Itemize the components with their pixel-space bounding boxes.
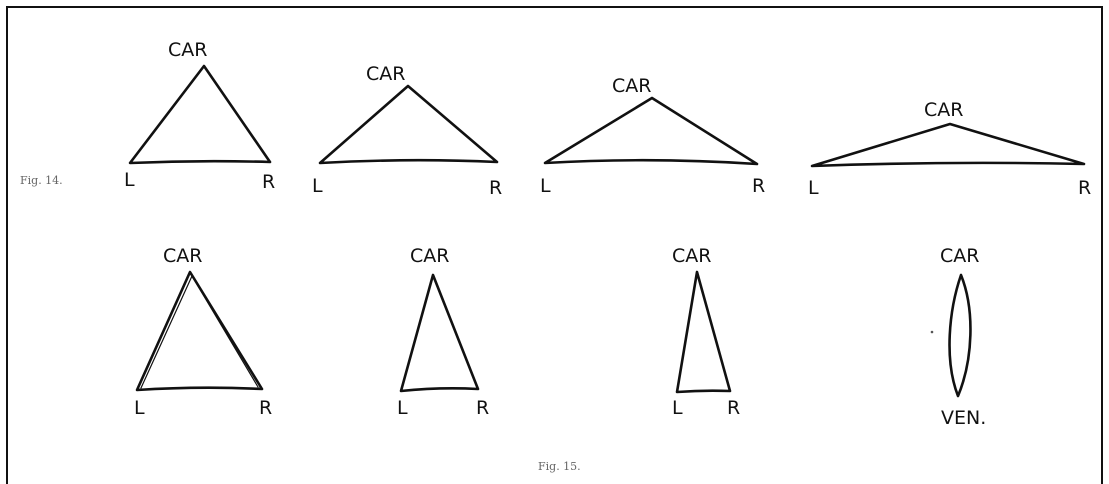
triangle-outline (128, 64, 272, 165)
apex-label-car: CAR (672, 245, 711, 267)
fig14-triangle-4: CAR L R (808, 99, 1091, 199)
triangle-outline (675, 270, 732, 394)
apex-label-car: CAR (366, 63, 405, 85)
base-label-r: R (1078, 177, 1091, 199)
fig15-caption: Fig. 15. (538, 460, 581, 473)
fig14-triangle-2: CAR L R (312, 63, 502, 199)
base-label-l: L (540, 175, 551, 197)
fig15-ellipse-4: CAR VEN. (930, 245, 986, 429)
triangle-outline (135, 270, 264, 392)
base-label-l: L (134, 397, 145, 419)
apex-label-car: CAR (612, 75, 651, 97)
apex-label-car: CAR (168, 39, 207, 61)
fig15-triangle-2: CAR L R (397, 245, 489, 419)
fig14-caption: Fig. 14. (20, 174, 63, 187)
base-label-r: R (489, 177, 502, 199)
apex-label-car: CAR (163, 245, 202, 267)
fig14-triangle-3: CAR L R (540, 75, 765, 197)
triangle-outline (318, 84, 499, 165)
base-label-r: R (259, 397, 272, 419)
triangle-outline (810, 122, 1086, 168)
triangle-outline (543, 96, 759, 166)
triangle-inner-stroke (140, 275, 259, 389)
plate-frame (6, 6, 1103, 484)
fig15-triangle-3: CAR L R (672, 245, 740, 419)
apex-label-car: CAR (940, 245, 979, 267)
base-label-l: L (808, 177, 819, 199)
base-label-r: R (727, 397, 740, 419)
base-label-l: L (672, 397, 683, 419)
base-label-l: L (397, 397, 408, 419)
base-label-l: L (312, 175, 323, 197)
fig15-triangle-1: CAR L R (134, 245, 272, 419)
apex-label-car: CAR (410, 245, 449, 267)
fig14-triangle-1: CAR L R (124, 39, 275, 193)
base-label-ven: VEN. (941, 407, 986, 429)
apex-label-car: CAR (924, 99, 963, 121)
ellipse-outline (948, 273, 972, 398)
base-label-r: R (476, 397, 489, 419)
base-label-r: R (262, 171, 275, 193)
base-label-l: L (124, 169, 135, 191)
stray-mark (930, 330, 934, 334)
base-label-r: R (752, 175, 765, 197)
triangle-outline (399, 273, 480, 393)
